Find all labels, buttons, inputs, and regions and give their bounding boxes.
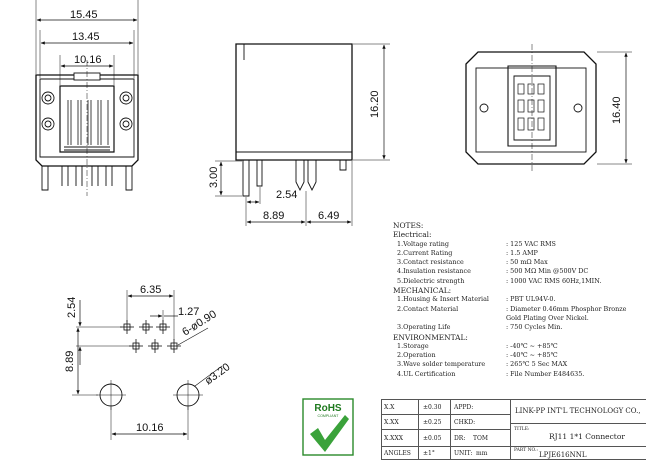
- notes-sections: Electrical:1.Voltage rating : 125 VAC RMS…: [393, 230, 643, 379]
- notes-item-value: : File Number E484635.: [506, 369, 585, 378]
- dim-front-housing-width: 13.45: [72, 31, 100, 43]
- notes-item-value: : Diameter 0.46mm Phosphor Bronze: [506, 304, 627, 313]
- dim-side-rear-offset: 6.49: [318, 210, 339, 222]
- tol-label-2: X.XX: [384, 419, 399, 426]
- notes-item-value: Gold Plating Over Nickel.: [506, 313, 589, 322]
- notes-item-label: 3.Wave solder temperature: [397, 360, 486, 369]
- notes-item: 4.UL Certification : File Number E484635.: [393, 370, 643, 379]
- dim-side-pin-pitch: 2.54: [276, 189, 297, 201]
- notes-item-value: : 1.5 AMP: [506, 248, 538, 257]
- side-view: [215, 43, 390, 226]
- notes-item: 3.Wave solder temperature : 265℃ 5 Sec MA…: [393, 360, 643, 369]
- dim-fp-post-offset: 8.89: [64, 351, 76, 372]
- appd-label: APPD:: [454, 404, 474, 411]
- rohs-badge: RoHS COMPLIANT: [302, 398, 354, 456]
- notes-item: 2.Contact Material : Diameter 0.46mm Phos…: [393, 305, 643, 314]
- notes-item-label: 3.Contact resistance: [397, 258, 464, 267]
- tol-value-3: ±0.05: [423, 435, 442, 442]
- dr-value: TOM: [473, 435, 489, 442]
- dim-fp-pitch-vertical: 2.54: [66, 297, 78, 318]
- dim-front-overall-width: 15.45: [70, 9, 98, 21]
- tol-label-1: X.X: [384, 404, 395, 411]
- notes-item-value: : 125 VAC RMS: [506, 239, 556, 248]
- notes-item-label: 4.Insulation resistance: [397, 267, 471, 276]
- notes-item-value: : 500 MΩ Min @500V DC: [506, 267, 589, 276]
- notes-item: 4.Insulation resistance : 500 MΩ Min @500…: [393, 267, 643, 276]
- notes-item-label: 2.Contact Material: [397, 304, 459, 313]
- notes-item: 1.Voltage rating : 125 VAC RMS: [393, 240, 643, 249]
- notes-item-value: : -40℃ ~ +85℃: [506, 351, 558, 360]
- notes-item-label: 2.Current Rating: [397, 248, 453, 257]
- dim-side-height: 16.20: [369, 90, 381, 118]
- notes-item: 1.Housing & Insert Material : PBT UL94V-0…: [393, 295, 643, 304]
- notes-section-heading: MECHANICAL:: [393, 286, 452, 296]
- notes-item: 3.Operating Life : 750 Cycles Min.: [393, 323, 643, 332]
- dr-label: DR:: [454, 435, 466, 442]
- unit-value: mm: [476, 450, 488, 457]
- dim-front-opening-width: 10.16: [74, 54, 102, 66]
- notes-item: 5.Dielectric strength : 1000 VAC RMS 60Hz…: [393, 277, 643, 286]
- tol-value-2: ±0.25: [423, 419, 442, 426]
- notes-item-value: : 265℃ 5 Sec MAX: [506, 360, 568, 369]
- company-name: LINK-PP INT'L TECHNOLOGY CO.,: [515, 407, 641, 415]
- notes-item-value: : 50 mΩ Max: [506, 258, 548, 267]
- tol-label-4: ANGLES: [384, 450, 411, 457]
- dim-fp-post-hole: ø3.20: [203, 361, 233, 387]
- notes-item-value: : -40℃ ~ +85℃: [506, 341, 558, 350]
- chkd-label: CHKD:: [454, 419, 476, 426]
- notes-item: Gold Plating Over Nickel.: [393, 314, 643, 323]
- notes-item-label: 2.Operation: [397, 351, 436, 360]
- rear-view: [465, 44, 632, 172]
- dim-fp-pin-offset: 1.27: [178, 306, 199, 318]
- rohs-label: RoHS: [314, 403, 342, 414]
- dim-side-pin-row-offset: 8.89: [263, 210, 284, 222]
- tol-value-4: ±1°: [423, 450, 435, 457]
- front-view: [35, 0, 139, 196]
- notes-item: 2.Operation : -40℃ ~ +85℃: [393, 351, 643, 360]
- notes-section-heading: ENVIRONMENTAL:: [393, 332, 468, 342]
- tol-label-3: X.XXX: [384, 435, 403, 442]
- notes-item: 1.Storage : -40℃ ~ +85℃: [393, 342, 643, 351]
- dim-rear-height: 16.40: [611, 96, 623, 124]
- notes-item-value: : 750 Cycles Min.: [506, 323, 563, 332]
- dim-fp-post-spacing: 10.16: [136, 422, 164, 434]
- notes-item-label: 5.Dielectric strength: [397, 276, 465, 285]
- notes-item: 2.Current Rating : 1.5 AMP: [393, 249, 643, 258]
- notes-section-heading: Electrical:: [393, 230, 432, 240]
- notes-item: 3.Contact resistance : 50 mΩ Max: [393, 258, 643, 267]
- part-label: PART NO.:: [514, 448, 538, 453]
- dim-fp-pitch-horizontal: 6.35: [140, 284, 161, 296]
- notes-item-label: 1.Storage: [397, 341, 429, 350]
- part-value: LPJE616NNL: [539, 451, 587, 459]
- tol-value-1: ±0.30: [423, 404, 442, 411]
- notes-item-label: 1.Voltage rating: [397, 239, 449, 248]
- title-label: TITLE:: [514, 427, 530, 432]
- dim-side-pin-length: 3.00: [208, 167, 220, 188]
- notes-item-value: : 1000 VAC RMS 60Hz,1MIN.: [506, 276, 602, 285]
- rohs-sublabel: COMPLIANT: [318, 414, 340, 418]
- notes-item-label: 3.Operating Life: [397, 323, 451, 332]
- title-value: RJ11 1*1 Connector: [549, 432, 625, 441]
- notes-title: NOTES:: [393, 221, 424, 230]
- unit-label: UNIT:: [454, 450, 473, 457]
- title-block: X.X ±0.30 X.XX ±0.25 X.XXX ±0.05 ANGLES …: [381, 399, 646, 460]
- rohs-logo-icon: RoHS COMPLIANT: [302, 398, 354, 456]
- notes-item-value: : PBT UL94V-0.: [506, 295, 556, 304]
- notes-item-label: 1.Housing & Insert Material: [397, 295, 489, 304]
- pcb-footprint: [72, 290, 223, 440]
- notes-item-label: 4.UL Certification: [397, 369, 456, 378]
- notes-block: NOTES: Electrical:1.Voltage rating : 125 …: [393, 221, 643, 379]
